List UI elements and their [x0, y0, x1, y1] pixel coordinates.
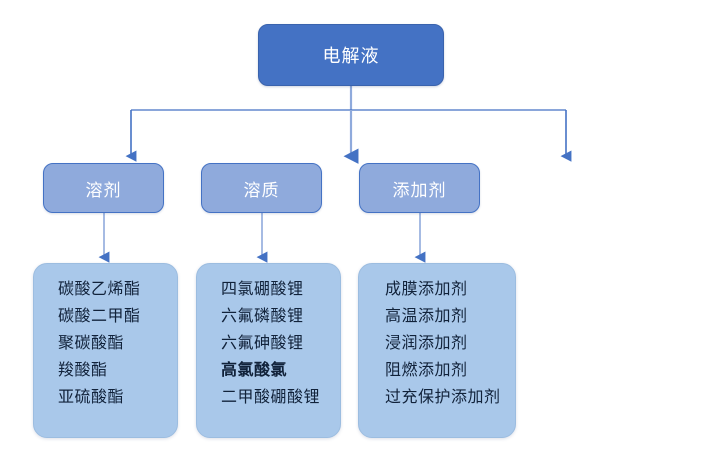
node-category-2-label: 添加剂 [392, 180, 447, 200]
node-category-1-label: 溶质 [243, 180, 280, 200]
list-item: 亚硫酸酯 [58, 389, 125, 406]
node-category-additive[interactable]: 添加剂 [359, 163, 480, 213]
list-item: 六氟砷酸锂 [221, 335, 304, 352]
list-item: 二甲酸硼酸锂 [221, 389, 321, 406]
list-box-solvent[interactable]: 碳酸乙烯酯 碳酸二甲酯 聚碳酸酯 羧酸酯 亚硫酸酯 [33, 263, 178, 438]
node-category-solvent[interactable]: 溶剂 [43, 163, 164, 213]
list-item: 成膜添加剂 [385, 281, 468, 298]
list-item: 六氟磷酸锂 [221, 308, 304, 325]
list-item: 浸润添加剂 [385, 335, 468, 352]
node-root-label: 电解液 [322, 46, 380, 66]
node-category-solute[interactable]: 溶质 [201, 163, 322, 213]
node-electrolyte-root[interactable]: 电解液 [258, 24, 444, 86]
node-category-0-label: 溶剂 [85, 180, 122, 200]
list-item: 碳酸乙烯酯 [58, 281, 141, 298]
list-item: 羧酸酯 [58, 362, 108, 379]
list-box-solute[interactable]: 四氯硼酸锂 六氟磷酸锂 六氟砷酸锂 高氯酸氯 二甲酸硼酸锂 [196, 263, 341, 438]
list-item: 聚碳酸酯 [58, 335, 125, 352]
list-item: 高温添加剂 [385, 308, 468, 325]
list-item: 过充保护添加剂 [385, 389, 501, 406]
list-item: 高氯酸氯 [221, 362, 288, 379]
list-item: 碳酸二甲酯 [58, 308, 141, 325]
list-item: 四氯硼酸锂 [221, 281, 304, 298]
list-item: 阻燃添加剂 [385, 362, 468, 379]
list-box-additive[interactable]: 成膜添加剂 高温添加剂 浸润添加剂 阻燃添加剂 过充保护添加剂 [358, 263, 516, 438]
